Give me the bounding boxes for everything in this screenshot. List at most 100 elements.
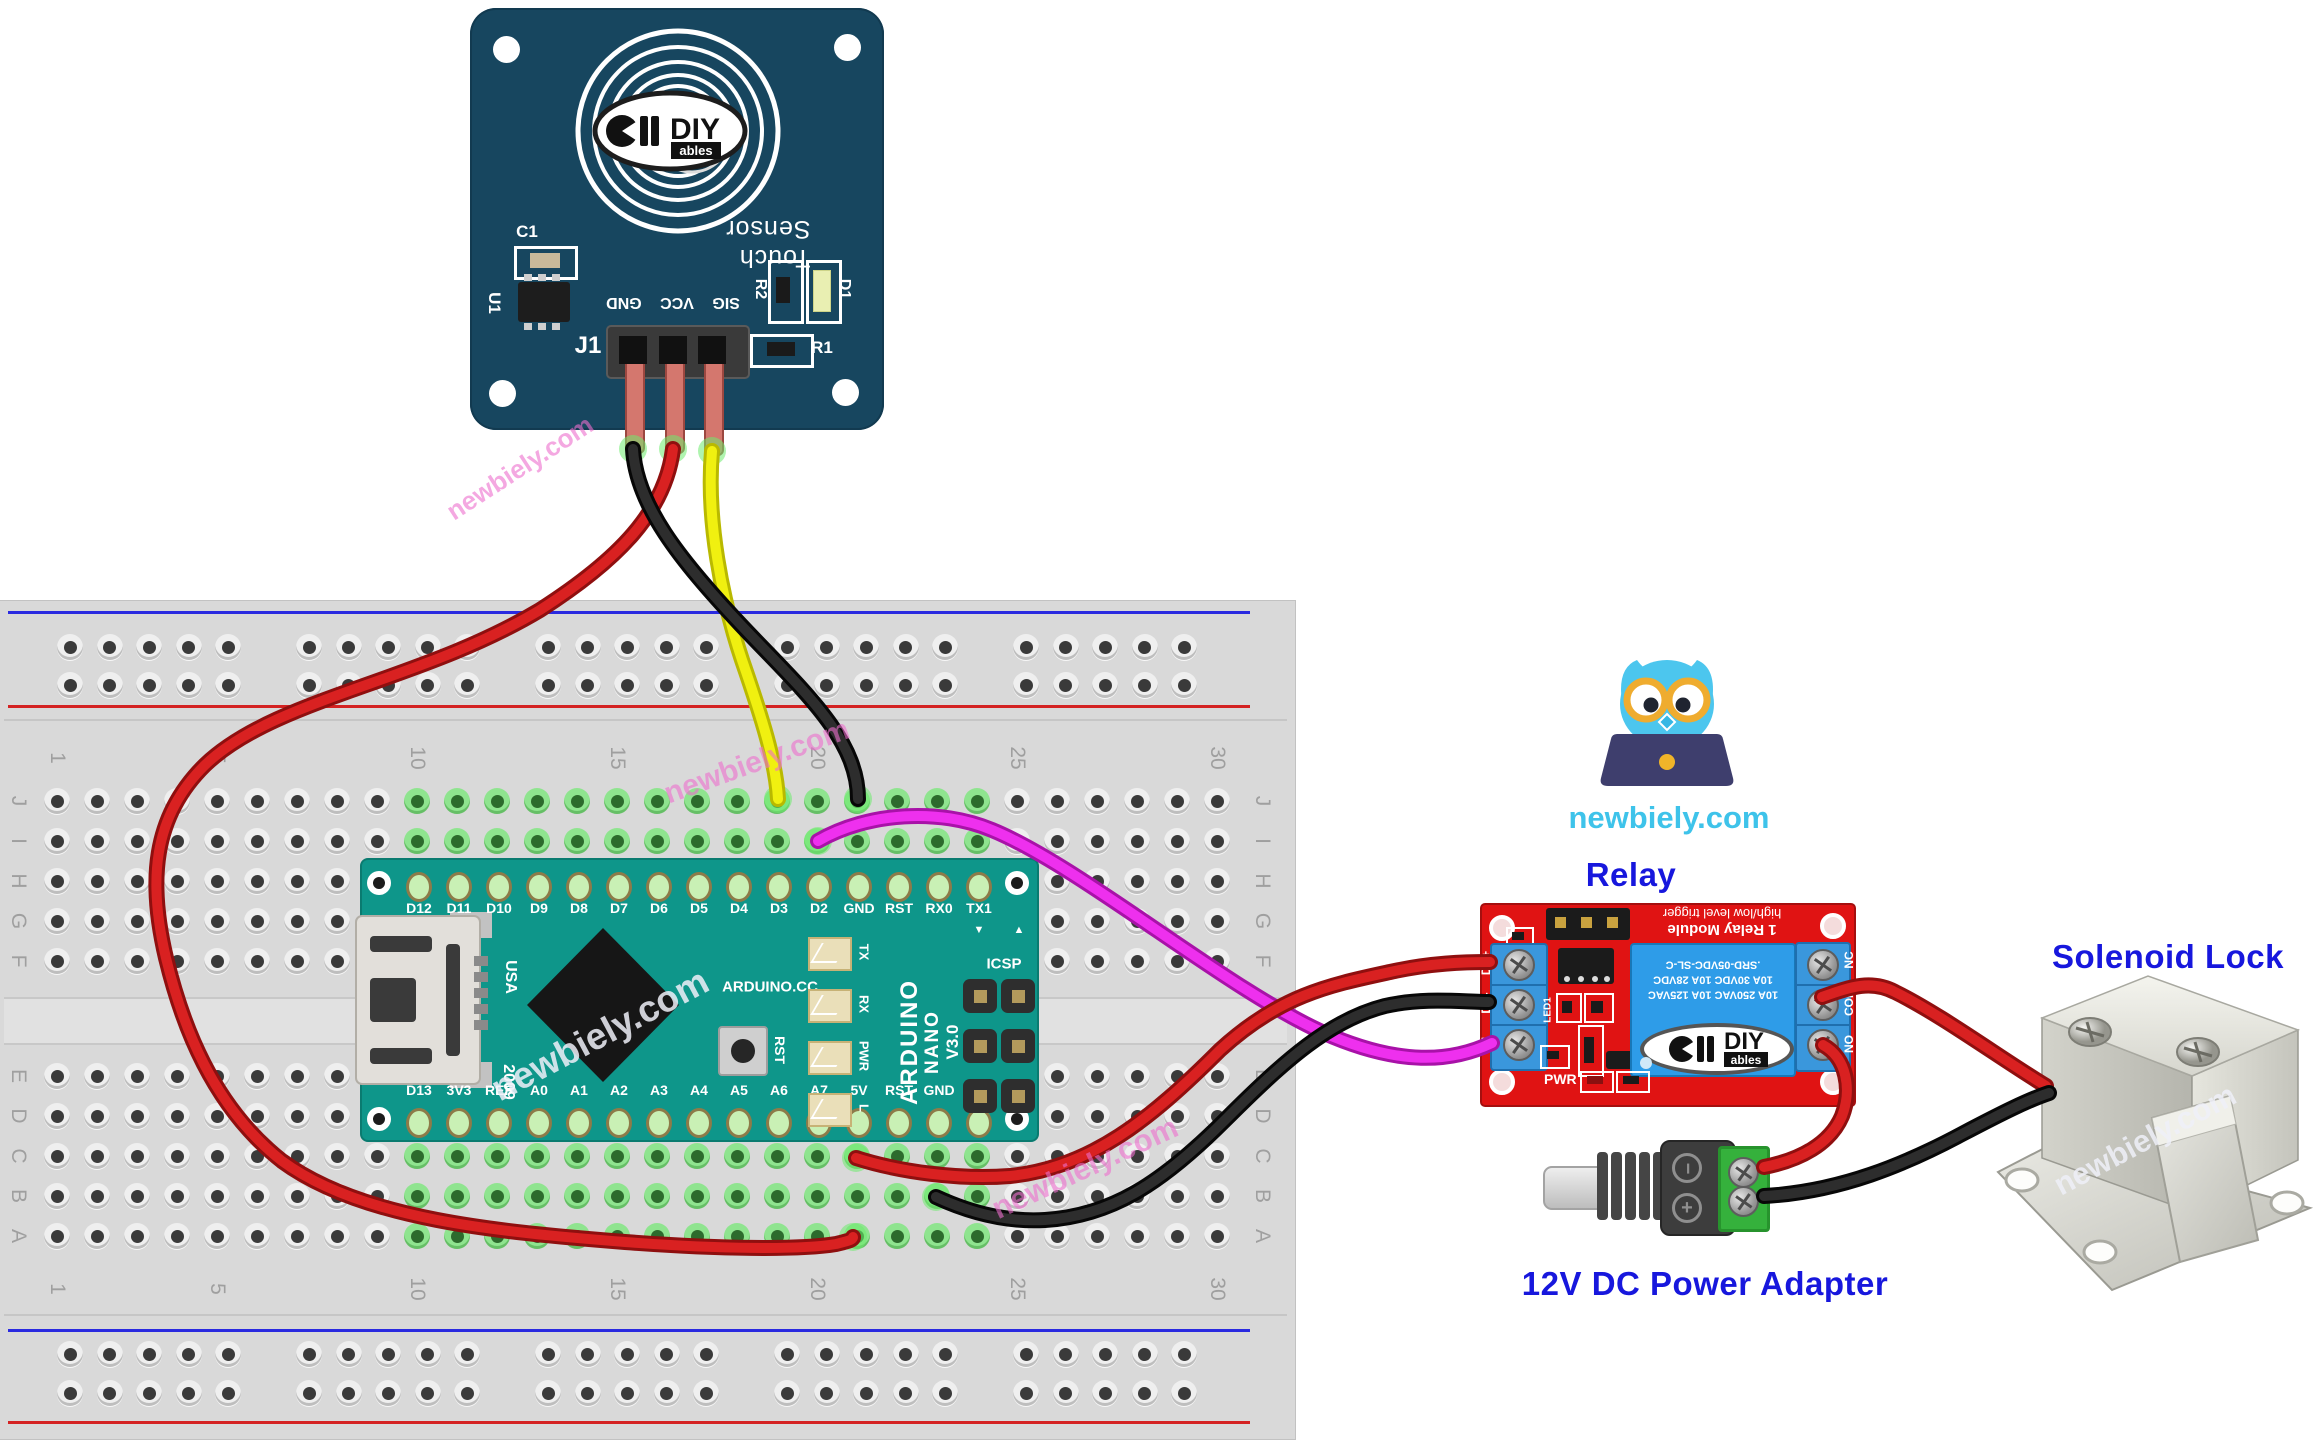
ref-u1: U1	[485, 292, 504, 314]
column-number: 20	[806, 1277, 829, 1301]
rail-hole	[932, 1380, 958, 1406]
terminal-label-no: NO	[1842, 1035, 1856, 1053]
mounting-hole	[1820, 1069, 1846, 1095]
rail-hole	[653, 1380, 680, 1406]
column-number: 5	[206, 752, 229, 764]
rail-hole	[136, 672, 162, 698]
nano-pin-label-d13: D13	[406, 1082, 432, 1098]
breadboard-hole-connected	[564, 828, 590, 854]
rail-hole	[375, 1380, 401, 1406]
nano-pin-label-a1: A1	[570, 1082, 588, 1098]
breadboard-hole	[1204, 788, 1230, 814]
row-letter: B	[7, 1188, 30, 1204]
column-number: 25	[1006, 1277, 1029, 1301]
breadboard-hole	[1164, 1063, 1190, 1089]
breadboard-hole	[164, 788, 190, 814]
breadboard-hole	[244, 828, 270, 854]
mounting-hole	[834, 34, 861, 61]
breadboard-hole	[284, 1143, 310, 1169]
breadboard-hole-connected	[604, 1143, 630, 1169]
breadboard-hole-connected	[804, 828, 830, 854]
breadboard-hole-connected	[524, 1223, 550, 1249]
diyables-logo: DIY ables	[592, 90, 748, 172]
solenoid-lock	[1996, 975, 2314, 1292]
breadboard-hole-connected	[564, 788, 590, 814]
nano-pin-label-d6: D6	[650, 900, 668, 916]
nano-pin-label-d8: D8	[570, 900, 588, 916]
nano-mount-hole	[367, 1107, 391, 1131]
breadboard-hole	[1164, 1223, 1190, 1249]
rail-hole	[932, 672, 958, 698]
rail-hole	[932, 1341, 958, 1367]
svg-text:DIY: DIY	[670, 113, 720, 146]
row-letter: A	[1251, 1228, 1274, 1244]
breadboard-hole-connected	[444, 828, 470, 854]
breadboard-hole-connected	[964, 788, 990, 814]
breadboard-hole	[1084, 1063, 1110, 1089]
icsp-pin	[1001, 979, 1035, 1013]
breadboard-hole	[324, 948, 350, 974]
breadboard-hole	[364, 1183, 390, 1209]
breadboard-hole-connected	[964, 828, 990, 854]
ref-r2: R2	[752, 278, 769, 300]
rail-hole	[853, 1341, 879, 1367]
nano-pin-ref	[486, 1108, 512, 1138]
rail-hole	[693, 1380, 719, 1406]
breadboard-hole	[1164, 788, 1190, 814]
nano-pin-label-a4: A4	[690, 1082, 708, 1098]
nano-pin-label-a2: A2	[610, 1082, 628, 1098]
breadboard-hole	[1124, 908, 1150, 934]
breadboard-hole	[84, 1183, 110, 1209]
breadboard-hole	[124, 1183, 150, 1209]
breadboard-hole	[1204, 908, 1230, 934]
mounting-hole	[489, 380, 516, 407]
row-letter: E	[1251, 1068, 1274, 1084]
breadboard-hole	[1204, 948, 1230, 974]
breadboard-hole	[44, 1063, 70, 1089]
breadboard-hole	[204, 1143, 230, 1169]
breadboard-hole	[284, 948, 310, 974]
breadboard-hole	[1044, 1183, 1070, 1209]
breadboard-hole	[1204, 1063, 1230, 1089]
rail-hole	[1052, 1380, 1079, 1406]
nano-pin-label-gnd: GND	[843, 900, 875, 916]
barrel-plug-tip	[1543, 1166, 1605, 1210]
rail-hole	[375, 672, 401, 698]
svg-text:ables: ables	[679, 143, 712, 158]
rail-hole	[335, 1341, 362, 1367]
breadboard-hole-connected	[684, 1143, 710, 1169]
rx-arrow: ▼	[973, 924, 985, 936]
breadboard-hole	[1044, 828, 1070, 854]
resistor-r1	[750, 334, 814, 368]
breadboard-hole	[1084, 788, 1110, 814]
mcu-chip	[527, 928, 679, 1082]
breadboard-hole	[1084, 948, 1110, 974]
breadboard-hole-connected	[524, 1183, 550, 1209]
nano-usa-text: USA	[502, 960, 519, 994]
pwr-led	[1580, 1071, 1614, 1093]
rail-hole	[454, 1341, 480, 1367]
breadboard-hole	[84, 1063, 110, 1089]
breadboard-hole	[44, 868, 70, 894]
breadboard-hole	[1044, 868, 1070, 894]
row-letter: G	[7, 912, 30, 930]
icsp-label: ICSP	[986, 955, 1022, 973]
rail-hole	[1013, 1341, 1039, 1367]
breadboard-hole-connected	[684, 1223, 710, 1249]
breadboard-hole-connected	[404, 1223, 430, 1249]
nano-pin-label-d4: D4	[730, 900, 748, 916]
rail-hole	[693, 634, 719, 660]
column-number: 10	[406, 1277, 429, 1301]
breadboard-hole-connected	[724, 1183, 750, 1209]
nano-pin-label-tx1: TX1	[966, 900, 992, 916]
breadboard-hole	[244, 1183, 270, 1209]
breadboard-hole	[1124, 1063, 1150, 1089]
breadboard-hole	[1084, 868, 1110, 894]
breadboard-hole	[1004, 1223, 1030, 1249]
adapter-screw-minus	[1728, 1186, 1759, 1217]
breadboard-hole-connected	[804, 1143, 830, 1169]
mounting-hole	[1489, 1069, 1515, 1095]
breadboard-hole	[244, 1103, 270, 1129]
nano-pin-gnd	[846, 872, 872, 902]
breadboard-hole-connected	[524, 788, 550, 814]
